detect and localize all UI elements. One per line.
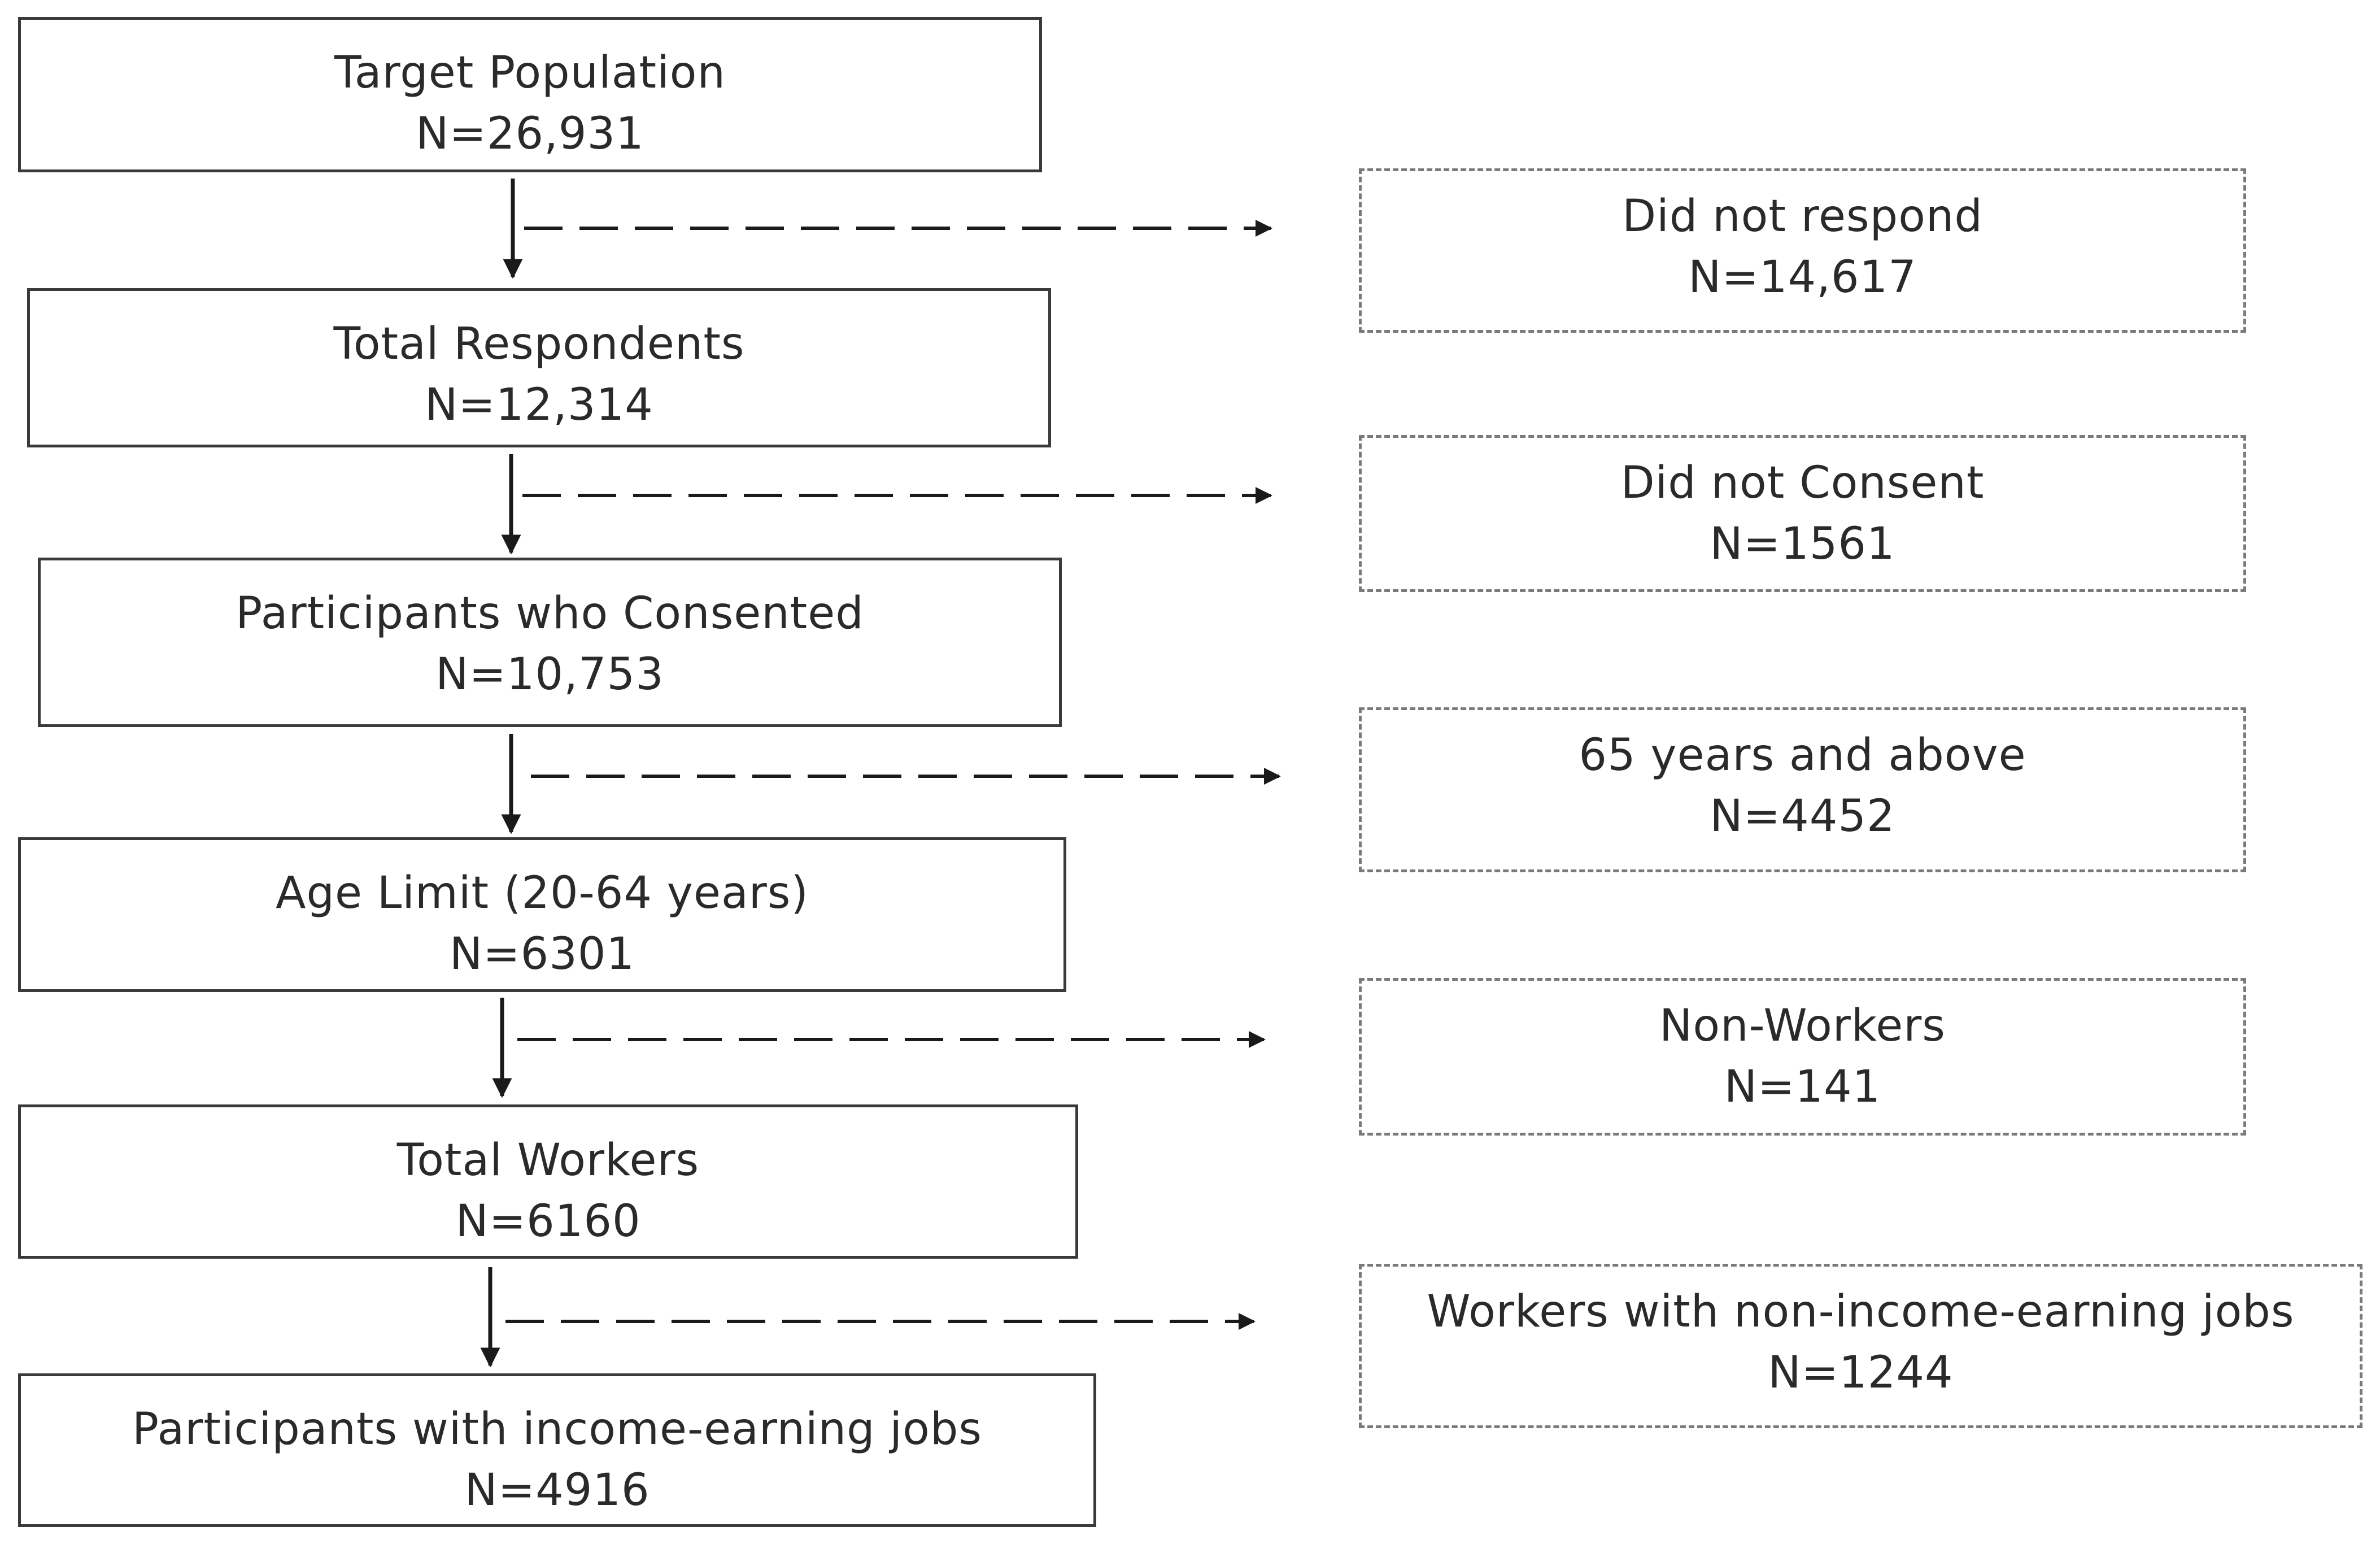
exclusion-label: Workers with non-income-earning jobs [1427, 1286, 2295, 1337]
stage-total-respondents: Total Respondents N=12,314 [27, 288, 1051, 447]
exclusion-count: N=141 [1724, 1062, 1881, 1112]
exclusion-non-income-jobs: Workers with non-income-earning jobs N=1… [1359, 1264, 2362, 1428]
stage-income-earning: Participants with income-earning jobs N=… [18, 1373, 1096, 1527]
stage-label: Participants who Consented [236, 588, 864, 639]
stage-label: Total Respondents [333, 319, 745, 369]
stage-label: Participants with income-earning jobs [132, 1404, 982, 1455]
exclusion-65-and-above: 65 years and above N=4452 [1359, 707, 2246, 872]
stage-participants-consented: Participants who Consented N=10,753 [38, 558, 1062, 727]
exclusion-count: N=14,617 [1688, 252, 1917, 303]
exclusion-count: N=1244 [1768, 1347, 1954, 1398]
stage-count: N=6160 [455, 1196, 641, 1247]
exclusion-label: 65 years and above [1579, 730, 2026, 781]
stage-age-limit: Age Limit (20-64 years) N=6301 [18, 837, 1066, 992]
exclusion-did-not-respond: Did not respond N=14,617 [1359, 168, 2246, 333]
stage-label: Age Limit (20-64 years) [276, 868, 809, 919]
exclusion-did-not-consent: Did not Consent N=1561 [1359, 435, 2246, 592]
stage-count: N=4916 [464, 1465, 650, 1516]
stage-count: N=12,314 [425, 380, 653, 430]
exclusion-count: N=4452 [1710, 791, 1895, 842]
exclusion-label: Non-Workers [1659, 1001, 1946, 1051]
stage-label: Target Population [334, 47, 726, 98]
exclusion-label: Did not respond [1622, 191, 1983, 242]
stage-label: Total Workers [396, 1135, 700, 1186]
stage-count: N=6301 [449, 929, 635, 980]
stage-target-population: Target Population N=26,931 [18, 17, 1042, 172]
exclusion-label: Did not Consent [1620, 458, 1985, 508]
exclusion-count: N=1561 [1710, 519, 1895, 569]
stage-count: N=10,753 [435, 649, 664, 700]
exclusion-non-workers: Non-Workers N=141 [1359, 978, 2246, 1136]
stage-count: N=26,931 [416, 108, 644, 159]
stage-total-workers: Total Workers N=6160 [18, 1104, 1078, 1259]
